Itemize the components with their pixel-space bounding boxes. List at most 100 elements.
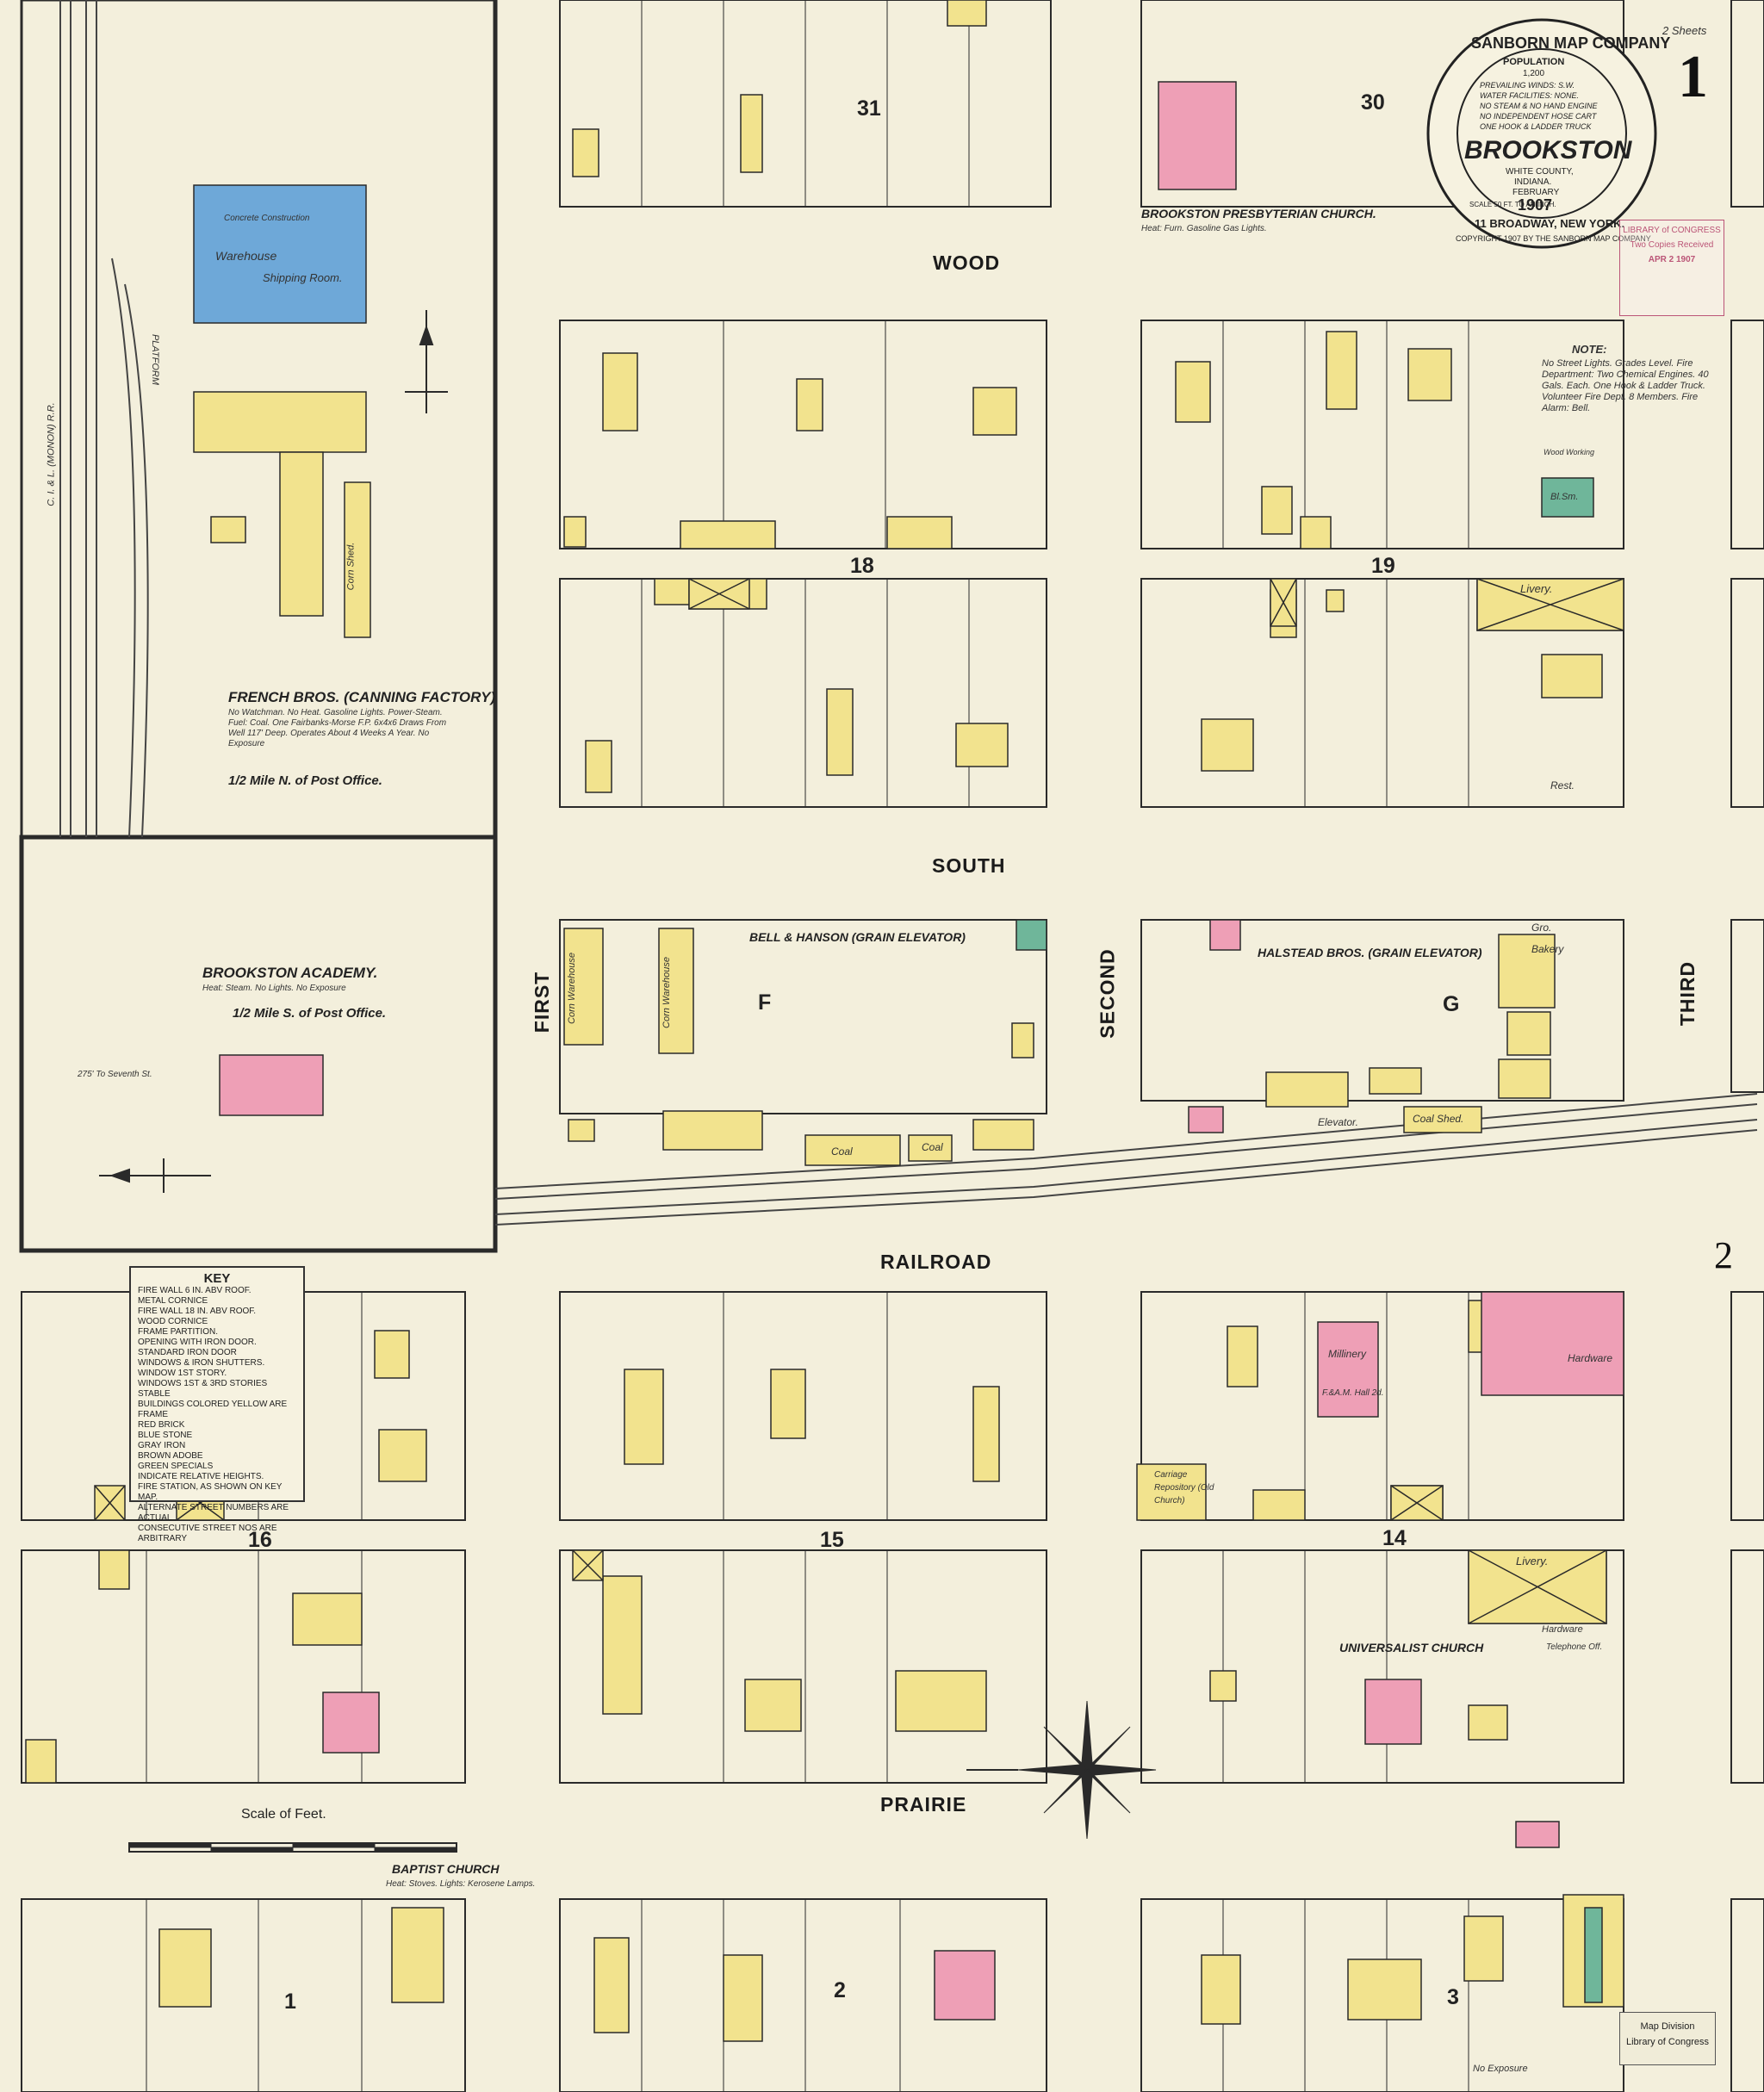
label-hardware-2: Hardware [1542,1624,1583,1635]
label-universalist: UNIVERSALIST CHURCH [1339,1641,1484,1654]
inset-borders [19,0,498,1253]
key-line: STABLE [138,1389,171,1399]
key-line: GREEN SPECIALS [138,1462,214,1471]
label-cil-railroad: C. I. & L. (MONON) R.R. [46,402,57,506]
scale-bar [128,1842,457,1853]
label-corn-shed: Corn Shed. [345,542,357,591]
seal-county: WHITE COUNTY, [1506,167,1574,177]
label-telephone: Telephone Off. [1546,1642,1603,1652]
label-warehouse: Warehouse [215,249,277,263]
map-division-stamp: Map Division Library of Congress [1619,2012,1716,2065]
label-baptist: BAPTIST CHURCH [392,1862,500,1876]
label-concrete: Concrete Construction [224,214,310,223]
label-presbyterian: BROOKSTON PRESBYTERIAN CHURCH. [1141,207,1376,220]
label-millinery: Millinery [1328,1348,1367,1360]
lc-line-2: Library of Congress [1626,2037,1709,2047]
key-line: RED BRICK [138,1420,185,1430]
label-presbyterian-note: Heat: Furn. Gasoline Gas Lights. [1141,224,1267,233]
seal-hose: NO INDEPENDENT HOSE CART [1480,112,1597,121]
street-prairie: PRAIRIE [880,1793,967,1816]
key-line: CONSECUTIVE STREET NOS ARE ARBITRARY [138,1524,277,1543]
street-railroad: RAILROAD [880,1251,992,1273]
sheet-number: 1 [1678,44,1708,110]
label-coal-2: Coal [922,1141,943,1153]
label-french-note: No Watchman. No Heat. Gasoline Lights. P… [228,708,447,748]
north-arrow-icon [405,310,448,413]
key-line: FIRE WALL 6 IN. ABV ROOF. [138,1286,252,1295]
block-30: 30 [1361,90,1385,115]
label-blacksmith-1: Bl.Sm. [1550,492,1579,502]
block-15: 15 [820,1528,844,1552]
label-wood-working: Wood Working [1544,448,1595,456]
seal-population-label: POPULATION [1503,57,1565,67]
key-line: FIRE WALL 18 IN. ABV ROOF. [138,1307,257,1316]
seal-population: 1,200 [1523,69,1545,78]
key-line: WINDOWS 1ST & 3RD STORIES [138,1379,268,1388]
street-south: SOUTH [932,854,1006,877]
label-no-exposure: No Exposure [1473,2064,1528,2074]
note-title: NOTE: [1572,343,1607,356]
library-stamp: LIBRARY of CONGRESS Two Copies Received … [1619,220,1724,316]
key-line: BUILDINGS COLORED YELLOW ARE FRAME [138,1400,288,1419]
block-31: 31 [857,96,881,121]
key-line: FRAME PARTITION. [138,1327,218,1337]
seal-year: 1907 [1518,196,1553,214]
key-line: WOOD CORNICE [138,1317,208,1326]
sanborn-seal [1426,18,1657,249]
note-text: No Street Lights. Grades Level. Fire Dep… [1542,358,1709,413]
key-line: WINDOW 1ST STORY. [138,1369,227,1378]
street-wood: WOOD [933,251,1001,274]
special-buildings [1016,477,1603,2003]
key-line: STANDARD IRON DOOR [138,1348,237,1357]
key-line: ALTERNATE STREET NUMBERS ARE ACTUAL [138,1503,289,1523]
street-third: THIRD [1676,960,1699,1027]
label-corn-warehouse-1: Corn Warehouse [566,953,577,1024]
key-line: OPENING WITH IRON DOOR. [138,1338,257,1347]
label-academy: BROOKSTON ACADEMY. [202,965,378,981]
label-rest: Rest. [1550,779,1575,791]
compass-rose [966,1700,1157,1840]
block-3: 3 [1447,1985,1459,2009]
label-bakery: Bakery [1531,943,1564,955]
seal-state: INDIANA. [1514,177,1552,187]
block-outlines [21,0,1764,2092]
seal-town: BROOKSTON [1464,136,1632,165]
block-2: 2 [834,1978,846,2002]
label-half-mile-s: 1/2 Mile S. of Post Office. [233,1006,387,1021]
label-coal-shed: Coal Shed. [1413,1113,1464,1125]
label-livery-2: Livery. [1516,1555,1549,1567]
stone-buildings [193,184,367,324]
block-19: 19 [1371,554,1395,578]
seal-water: WATER FACILITIES: NONE. [1480,91,1580,100]
key-line: BLUE STONE [138,1431,193,1440]
key-title: KEY [203,1271,231,1286]
label-shipping: Shipping Room. [263,271,343,284]
label-half-mile-n: 1/2 Mile N. of Post Office. [228,773,382,788]
label-baptist-note: Heat: Stoves. Lights: Kerosene Lamps. [386,1879,536,1889]
main-railroad-tracks [494,1093,1758,1226]
west-arrow-icon [99,1158,211,1193]
label-corn-warehouse-2: Corn Warehouse [661,957,672,1028]
label-bell-hanson: BELL & HANSON (GRAIN ELEVATOR) [749,930,966,944]
seal-scale: SCALE 50 FT. TO AN INCH. [1469,201,1556,208]
label-halstead: HALSTEAD BROS. (GRAIN ELEVATOR) [1258,946,1482,959]
seal-winds: PREVAILING WINDS: S.W. [1480,81,1575,90]
lc-line-1: Map Division [1640,2021,1695,2032]
brick-buildings [219,81,1624,2021]
seal-copyright: COPYRIGHT 1907 BY THE SANBORN MAP COMPAN… [1456,234,1651,243]
key-line: FIRE STATION, AS SHOWN ON KEY MAP. [138,1482,283,1502]
block-G: G [1443,992,1460,1016]
seal-engine: NO STEAM & NO HAND ENGINE [1480,102,1598,110]
label-seventh: 275' To Seventh St. [78,1070,152,1079]
key-line: GRAY IRON [138,1441,186,1450]
label-gro: Gro. [1531,922,1552,934]
label-scale-of-feet: Scale of Feet. [241,1807,326,1822]
label-academy-note: Heat: Steam. No Lights. No Exposure [202,984,346,993]
block-1: 1 [284,1990,296,2014]
stamp-line-3: APR 2 1907 [1648,255,1696,264]
label-livery-1: Livery. [1520,582,1553,595]
legend-key: KEY FIRE WALL 6 IN. ABV ROOF.METAL CORNI… [129,1266,305,1543]
